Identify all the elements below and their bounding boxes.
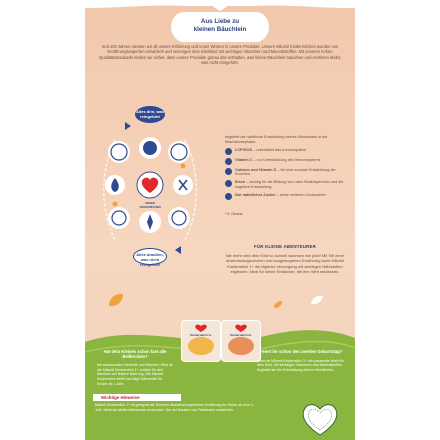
second-birthday-panel: Feiert ihr schon den zweiten Geburtstag?… bbox=[257, 349, 345, 372]
ingredients-intro: begleitet die natürliche Entwicklung dei… bbox=[225, 135, 328, 144]
first-teeth-text: Mit wachsenden Getreide und frischem Obs… bbox=[97, 363, 173, 386]
adventure-section: FÜR KLEINE ABENTEURER Nie mehr wird dein… bbox=[223, 244, 347, 274]
ingredients-list: begleitet die natürliche Entwicklung dei… bbox=[225, 135, 345, 217]
first-teeth-panel: Hat dein Kleines schon fast alle Beißerc… bbox=[97, 349, 173, 386]
ingredient-item: Vitamin C – zur Unterstützung des Immuns… bbox=[225, 157, 345, 165]
ingredient-bullet-icon bbox=[225, 157, 232, 165]
all-in-bubble: Alles drin, was reingehört bbox=[135, 106, 165, 123]
ingredient-bullet-icon bbox=[225, 192, 232, 200]
ingredient-desc: zur Unterstützung des Immunsystems bbox=[256, 157, 321, 162]
leaf-icon bbox=[109, 293, 123, 307]
ingredient-name: Vitamin C bbox=[235, 157, 253, 162]
leaf-icon bbox=[311, 295, 323, 305]
ingredients-footnote: * lt. Gesetz bbox=[225, 211, 243, 216]
ingredient-name: Calcium und Vitamin D bbox=[235, 167, 277, 172]
pack-bowl-image bbox=[188, 337, 214, 355]
second-birthday-text: Dann ist Milumil Kindermilch 2+ die pass… bbox=[257, 358, 344, 372]
pack-label: Kindermilch 1+ bbox=[190, 333, 212, 337]
all-out-bubble: Alles draußen, was nicht reingehört bbox=[133, 248, 167, 267]
adventure-title: FÜR KLEINE ABENTEURER bbox=[253, 244, 317, 249]
pack-heart-icon bbox=[235, 324, 247, 332]
ingredient-name: Eisen bbox=[235, 180, 246, 185]
ingredient-desc: unterstützt das Immunsystem bbox=[256, 147, 306, 152]
heart-emblem-icon bbox=[302, 404, 338, 436]
ingredient-name: Nur natürlicher Zucker bbox=[235, 192, 276, 197]
tagline-badge: Aus Liebe zu kleinen Bäuchlein bbox=[171, 12, 269, 42]
ingredient-desc: keine weiteren Zuckerarten bbox=[279, 192, 326, 197]
ingredient-name: LCP/GOS bbox=[235, 147, 253, 152]
first-teeth-title: Hat dein Kleines schon fast alle Beißerc… bbox=[103, 349, 167, 359]
ingredient-desc: für eine normale Entwicklung der Knochen bbox=[235, 167, 336, 177]
adventure-text: Nie mehr wird dein Kind so schnell wachs… bbox=[225, 253, 345, 274]
promise-wheel-graphic bbox=[103, 122, 197, 254]
promise-stamp-label: UNSER VERSPRECHEN bbox=[139, 201, 161, 209]
product-pack-right: Kindermilch 2+ bbox=[221, 320, 261, 362]
leaf-icon bbox=[274, 301, 282, 308]
pack-label: Kindermilch 2+ bbox=[230, 333, 252, 337]
tagline-line-1: Aus Liebe zu bbox=[200, 18, 240, 25]
pack-heart-icon bbox=[195, 324, 207, 332]
hints-label: Wichtige Hinweise bbox=[93, 394, 181, 401]
ingredient-item: Calcium und Vitamin D – für eine normale… bbox=[225, 167, 345, 178]
tagline-line-2: kleinen Bäuchlein bbox=[193, 26, 247, 33]
ingredient-bullet-icon bbox=[225, 180, 232, 188]
ingredient-desc: wichtig für die Bildung von roten Blutkö… bbox=[235, 180, 344, 189]
pack-bowl-image bbox=[228, 337, 254, 355]
ingredient-bullet-icon bbox=[225, 147, 232, 155]
ingredient-item: LCP/GOS – unterstützt das Immunsystem bbox=[225, 147, 345, 155]
promise-wheel: Alles drin, was reingehört Alles draußen… bbox=[95, 100, 205, 267]
ingredient-item: Eisen – wichtig für die Bildung von rote… bbox=[225, 180, 345, 190]
ingredient-bullet-icon bbox=[225, 167, 232, 175]
intro-text: Seit 100 Jahren stecken wir all unsere E… bbox=[99, 44, 341, 66]
second-birthday-title: Feiert ihr schon den zweiten Geburtstag? bbox=[259, 349, 343, 354]
package-back-panel: Aus Liebe zu kleinen Bäuchlein Seit 100 … bbox=[85, 0, 355, 440]
hints-text: Milumil Kindermilch 1+ ist geeignet als … bbox=[95, 403, 254, 412]
ingredient-item: Nur natürlicher Zucker – keine weiteren … bbox=[225, 192, 345, 200]
product-pack-left: Kindermilch 1+ bbox=[181, 320, 221, 362]
brand-heart-icon bbox=[210, 0, 230, 12]
